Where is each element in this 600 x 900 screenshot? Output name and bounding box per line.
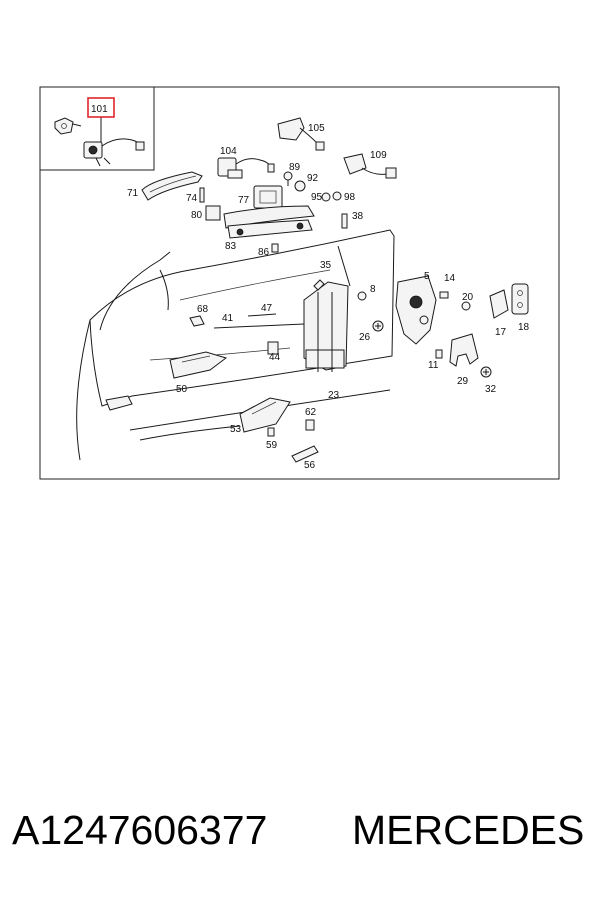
callout-56: 56 bbox=[304, 460, 316, 471]
cap-56-icon bbox=[291, 445, 319, 463]
callout-105: 105 bbox=[308, 123, 325, 134]
key-icon bbox=[54, 117, 82, 135]
outer-handle-71-icon bbox=[141, 171, 203, 201]
diagram-frame bbox=[39, 86, 560, 480]
callout-11: 11 bbox=[428, 360, 439, 371]
clip-92-icon bbox=[294, 180, 306, 192]
rod-35-icon bbox=[337, 245, 351, 287]
screw-59-icon bbox=[267, 427, 275, 437]
screw-62-icon bbox=[305, 419, 315, 431]
screw-32-icon bbox=[480, 366, 492, 378]
callout-83: 83 bbox=[225, 241, 237, 252]
bracket-29-icon bbox=[449, 333, 479, 367]
plate-18-icon bbox=[511, 283, 529, 315]
callout-92: 92 bbox=[307, 173, 319, 184]
rod-41-icon bbox=[213, 323, 305, 329]
screw-89-icon bbox=[283, 171, 293, 186]
callout-62: 62 bbox=[305, 407, 317, 418]
callout-80: 80 bbox=[191, 210, 203, 221]
callout-98: 98 bbox=[344, 192, 356, 203]
callout-26: 26 bbox=[359, 332, 371, 343]
callout-23: 23 bbox=[328, 390, 340, 401]
screw-20-icon bbox=[461, 301, 471, 311]
clip-44-icon bbox=[267, 341, 279, 355]
callout-29: 29 bbox=[457, 376, 469, 387]
callout-18: 18 bbox=[518, 322, 530, 333]
bezel-77-icon bbox=[253, 185, 283, 209]
callout-38: 38 bbox=[352, 211, 364, 222]
lock-mechanism-23-icon bbox=[303, 279, 349, 372]
rod-38-icon bbox=[341, 213, 348, 229]
callout-41: 41 bbox=[222, 313, 234, 324]
latch-5-icon bbox=[395, 275, 437, 345]
striker-17-icon bbox=[489, 289, 509, 319]
callout-101: 101 bbox=[91, 104, 108, 115]
handle-53-icon bbox=[239, 397, 291, 433]
callout-104: 104 bbox=[220, 146, 237, 157]
handle-switch-104-icon bbox=[217, 157, 275, 179]
handle-frame-83-icon bbox=[223, 205, 315, 239]
nut-98-icon bbox=[332, 191, 342, 201]
part-number: A1247606377 bbox=[12, 807, 268, 853]
callout-17: 17 bbox=[495, 327, 507, 338]
callout-86: 86 bbox=[258, 247, 270, 258]
screw-8-icon bbox=[357, 291, 367, 301]
callout-8: 8 bbox=[370, 284, 376, 295]
callout-14: 14 bbox=[444, 273, 456, 284]
parts-diagram: 101 105 104 109 89 92 71 74 77 95 98 80 … bbox=[39, 86, 560, 480]
caption: A1247606377 MERCEDES bbox=[0, 800, 600, 870]
callout-59: 59 bbox=[266, 440, 278, 451]
switch-105-icon bbox=[277, 117, 325, 151]
callout-74: 74 bbox=[186, 193, 198, 204]
door-panel-icon bbox=[76, 229, 395, 461]
callout-20: 20 bbox=[462, 292, 474, 303]
brand-name: MERCEDES bbox=[352, 807, 585, 853]
callout-53: 53 bbox=[230, 424, 242, 435]
callout-35: 35 bbox=[320, 260, 332, 271]
callout-89: 89 bbox=[289, 162, 301, 173]
lock-cylinder-icon bbox=[83, 117, 145, 167]
callout-50: 50 bbox=[176, 384, 188, 395]
callout-47: 47 bbox=[261, 303, 273, 314]
grommet-95-icon bbox=[321, 192, 331, 202]
callout-5: 5 bbox=[424, 271, 430, 282]
inset-frame bbox=[39, 86, 155, 171]
callout-109: 109 bbox=[370, 150, 387, 161]
callout-44: 44 bbox=[269, 352, 281, 363]
callout-77: 77 bbox=[238, 195, 250, 206]
bracket-80-icon bbox=[205, 205, 221, 221]
callout-68: 68 bbox=[197, 304, 209, 315]
callout-101-highlight[interactable] bbox=[87, 97, 115, 118]
switch-109-icon bbox=[343, 153, 397, 179]
clip-86-icon bbox=[271, 243, 279, 253]
callout-95: 95 bbox=[311, 192, 323, 203]
inner-handle-50-icon bbox=[169, 351, 228, 379]
screw-11-icon bbox=[435, 349, 443, 359]
callout-32: 32 bbox=[485, 384, 497, 395]
screw-14-icon bbox=[439, 291, 449, 299]
screw-26-icon bbox=[372, 320, 384, 332]
callout-71: 71 bbox=[127, 188, 139, 199]
rod-47-icon bbox=[247, 313, 277, 317]
pin-74-icon bbox=[199, 187, 205, 203]
clip-68-icon bbox=[189, 315, 205, 327]
